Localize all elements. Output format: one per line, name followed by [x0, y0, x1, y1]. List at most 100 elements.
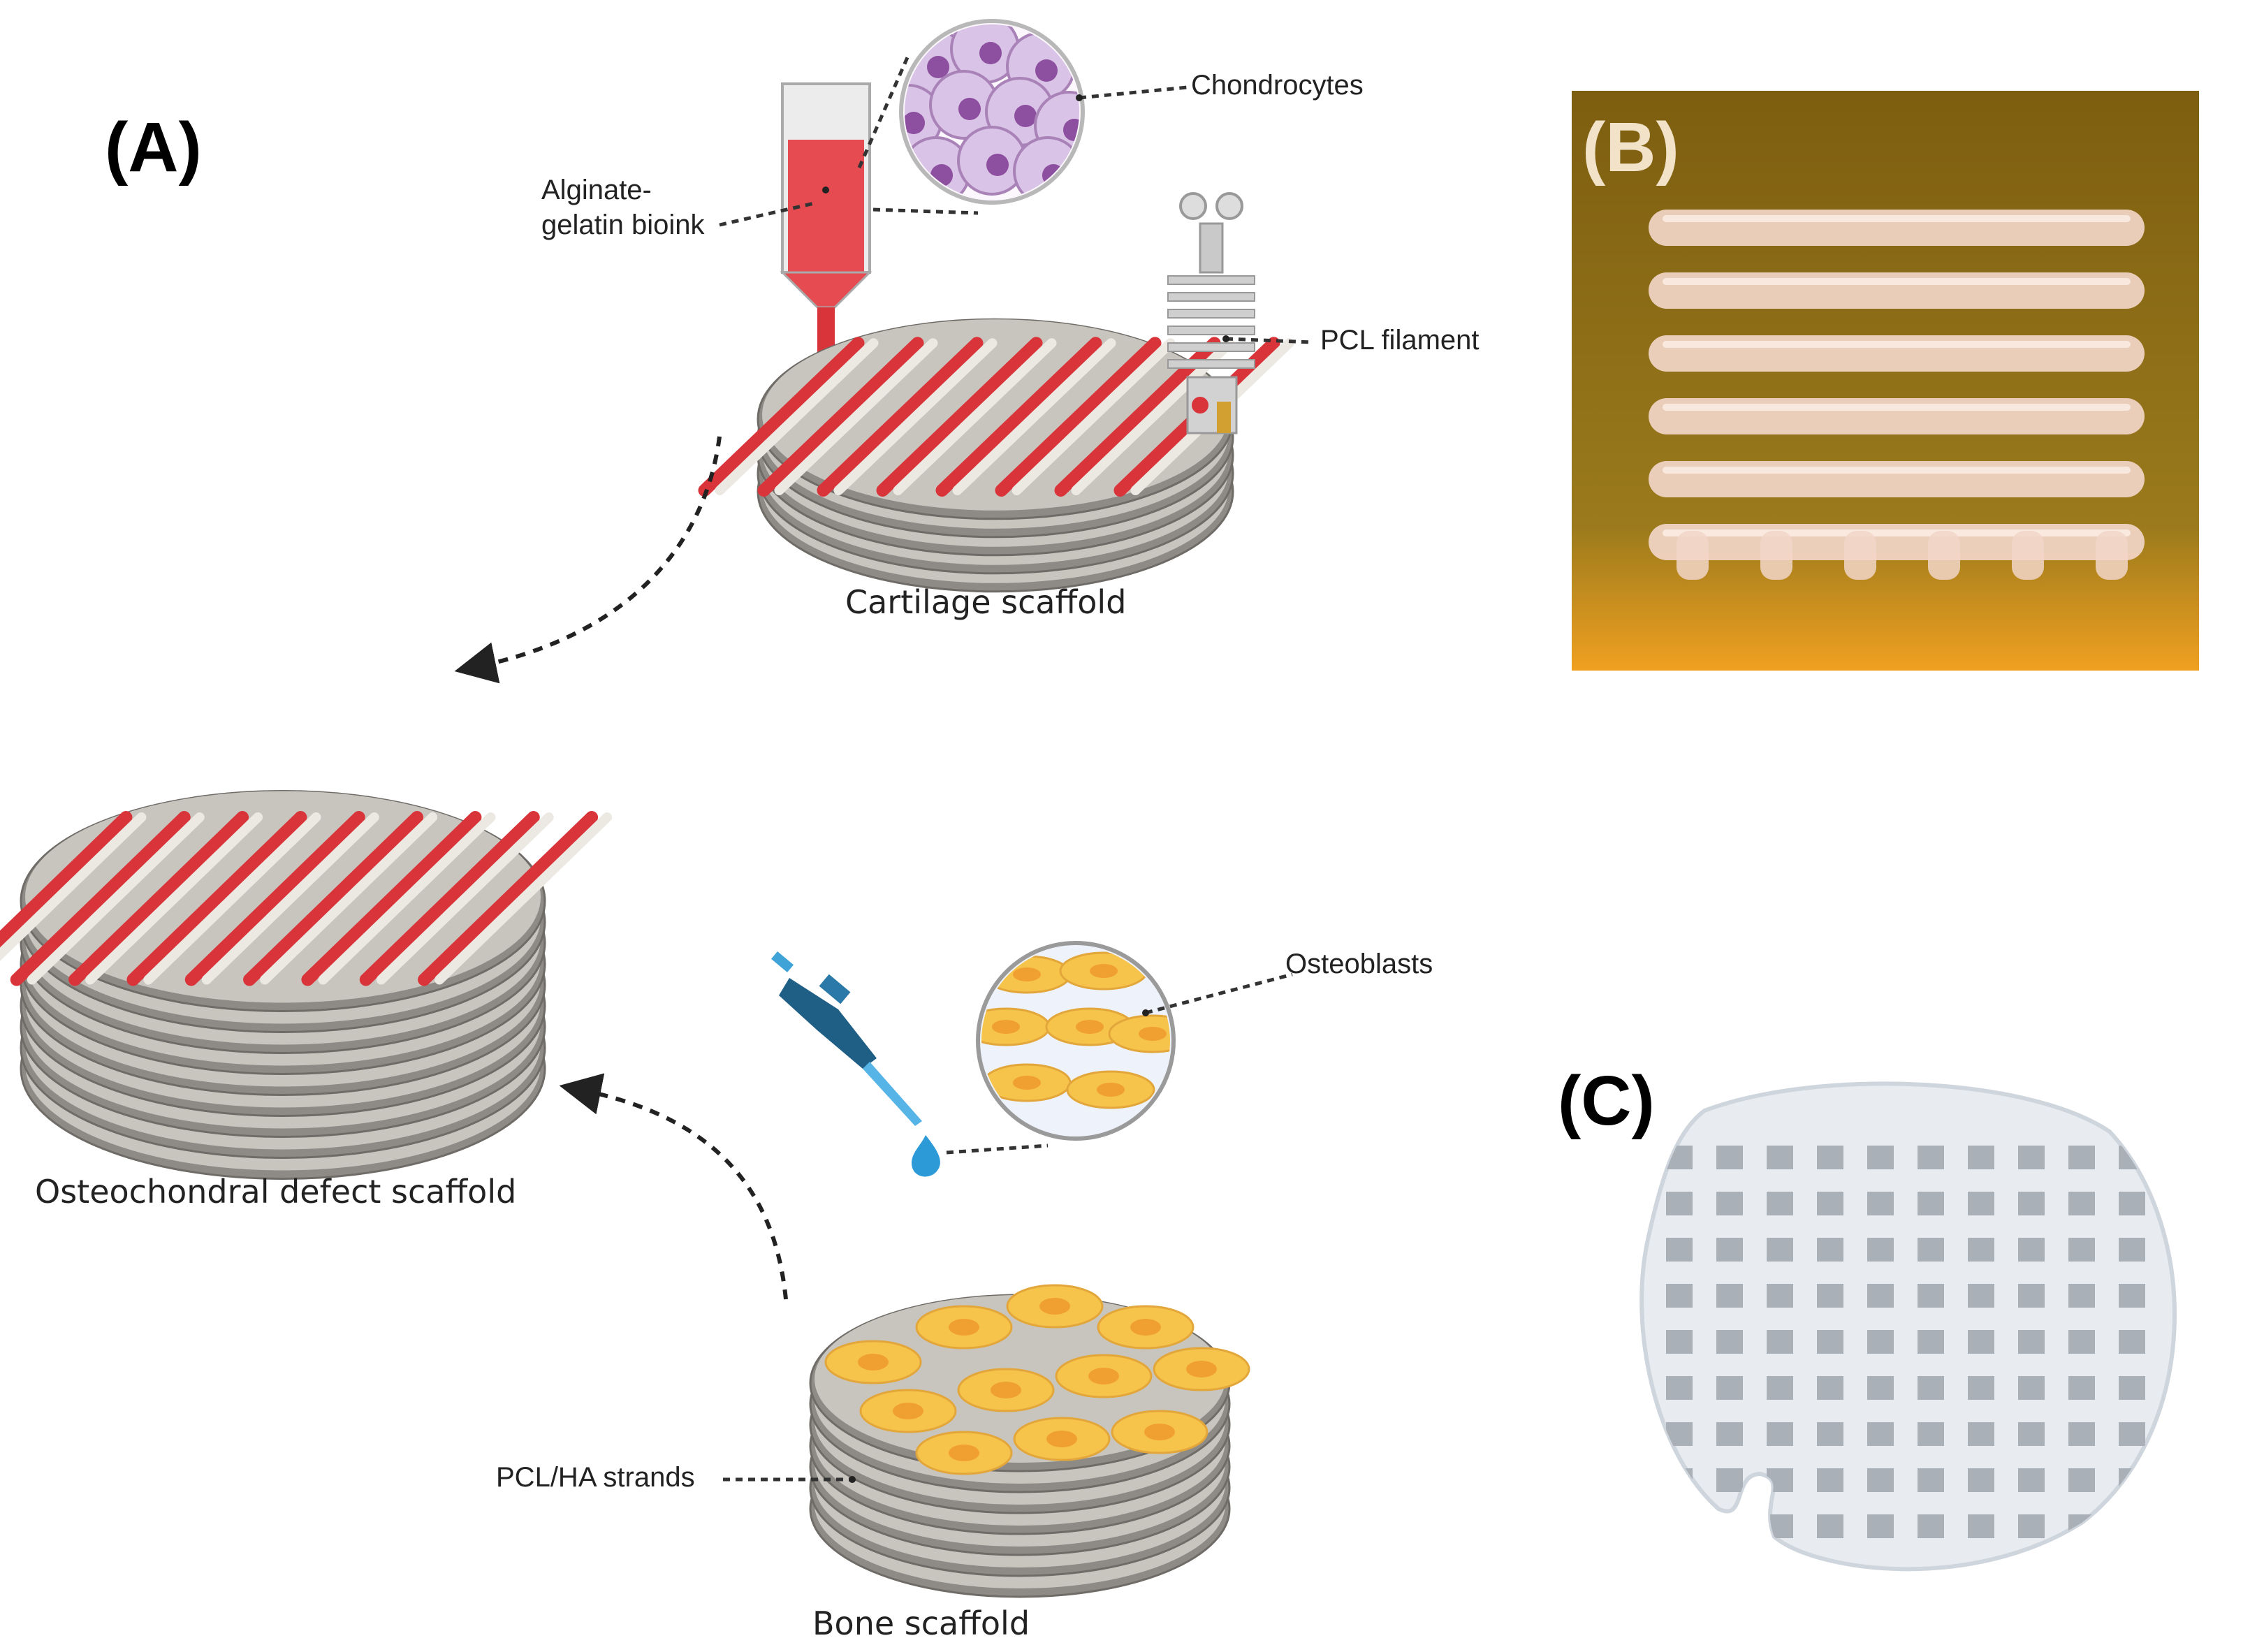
- lattice-pore: [2068, 1238, 2095, 1262]
- printed-strand: [1649, 398, 2145, 434]
- printed-post: [1760, 531, 1792, 580]
- printed-post: [1844, 531, 1876, 580]
- printed-post: [1928, 531, 1960, 580]
- strand-highlight: [1663, 215, 2131, 222]
- pcl-strand: [201, 812, 379, 985]
- pcl-strand: [27, 812, 205, 985]
- lattice-pore: [1867, 1514, 1894, 1538]
- strand-highlight: [1663, 278, 2131, 285]
- bioink-strand: [243, 811, 424, 986]
- lattice-pore: [2068, 1468, 2095, 1492]
- lattice-pore: [2068, 1284, 2095, 1308]
- panel-b-label: (B): [1582, 108, 1679, 187]
- lattice-pore: [2119, 1284, 2145, 1308]
- lattice-pore: [1767, 1284, 1793, 1308]
- lattice-pore: [1968, 1146, 1994, 1169]
- lattice-pore: [1968, 1238, 1994, 1262]
- osteoblast-nucleus: [949, 1319, 979, 1336]
- bone-scaffold: [809, 1284, 1250, 1598]
- lattice-pore: [1716, 1284, 1743, 1308]
- pcl-strand: [376, 812, 554, 985]
- pcl-ha-strands-label: PCL/HA strands: [496, 1462, 695, 1493]
- lattice-pore: [1968, 1330, 1994, 1354]
- osteoblast-nucleus: [1013, 967, 1041, 981]
- bioink-strand: [876, 337, 1043, 497]
- bioink-strand: [757, 337, 924, 497]
- osteoblast-nucleus: [1076, 1020, 1104, 1034]
- lattice-pore: [1867, 1284, 1894, 1308]
- lattice-pore: [1918, 1284, 1944, 1308]
- strand-highlight: [1663, 529, 2131, 536]
- lattice-pore: [1968, 1376, 1994, 1400]
- lattice-pore: [2119, 1238, 2145, 1262]
- lattice-pore: [1918, 1192, 1944, 1215]
- osteoblast-nucleus: [1130, 1319, 1161, 1336]
- lattice-pore: [1716, 1192, 1743, 1215]
- lattice-pore: [1918, 1238, 1944, 1262]
- cartilage-scaffold: [698, 318, 1294, 593]
- printed-post: [1677, 531, 1709, 580]
- lattice-pore: [1918, 1422, 1944, 1446]
- lattice-pore: [1918, 1468, 1944, 1492]
- bioink-strand: [698, 337, 865, 497]
- heatsink-fin: [1167, 359, 1255, 369]
- lattice-pore: [1867, 1192, 1894, 1215]
- pcl-strand: [0, 812, 147, 961]
- chondrocyte-nucleus: [986, 154, 1009, 176]
- bioink-strand: [995, 337, 1162, 497]
- pcl-filament-label: PCL filament: [1320, 325, 1480, 356]
- bone-scaffold-caption: Bone scaffold: [812, 1605, 1030, 1642]
- lattice-pore: [1716, 1468, 1743, 1492]
- chondrocyte-nucleus: [958, 98, 981, 120]
- osteoblast-nucleus: [1097, 1083, 1125, 1097]
- pcl-strand: [143, 812, 321, 985]
- scaffold-layer-top: [762, 319, 1229, 511]
- lattice-pore: [1968, 1422, 1994, 1446]
- chondrocytes-inset: [899, 19, 1085, 205]
- lattice-pore: [1666, 1192, 1693, 1215]
- lattice-pore: [1767, 1146, 1793, 1169]
- bioink-label-line1: Alginate-: [541, 175, 652, 205]
- lattice-pore: [1817, 1468, 1843, 1492]
- chondrocyte-nucleus: [1035, 59, 1058, 82]
- lattice-pore: [1918, 1330, 1944, 1354]
- chondrocytes-label: Chondrocytes: [1191, 70, 1364, 101]
- lattice-pore: [1666, 1330, 1693, 1354]
- lattice-pore: [1666, 1468, 1693, 1492]
- strand-highlight: [1663, 341, 2131, 348]
- lattice-pore: [1817, 1422, 1843, 1446]
- bioink-strand: [184, 811, 365, 986]
- bioink-strand: [10, 811, 191, 986]
- bioink-strand: [359, 811, 540, 986]
- lattice-pore: [2119, 1422, 2145, 1446]
- lattice-pore: [1918, 1376, 1944, 1400]
- lattice-pore: [1716, 1238, 1743, 1262]
- osteoblast-nucleus: [893, 1403, 923, 1419]
- lattice-pore: [1918, 1514, 1944, 1538]
- heatsink-fin: [1167, 326, 1255, 335]
- lattice-pore: [2018, 1330, 2045, 1354]
- bioink-label-line2: gelatin bioink: [541, 210, 705, 240]
- lattice-pore: [1968, 1468, 1994, 1492]
- lattice-pore: [2018, 1284, 2045, 1308]
- lattice-pore: [1767, 1238, 1793, 1262]
- osteoblast-nucleus: [1090, 964, 1118, 978]
- pcl-strand: [952, 338, 1116, 495]
- lattice-pore: [1716, 1376, 1743, 1400]
- bioink-strand: [126, 811, 307, 986]
- chondrocyte-nucleus: [1014, 105, 1037, 127]
- lattice-pore: [1817, 1330, 1843, 1354]
- lattice-pore: [1867, 1238, 1894, 1262]
- lattice-pore: [2119, 1192, 2145, 1215]
- pcl-strand: [715, 338, 879, 495]
- heatsink-fin: [1167, 275, 1255, 285]
- chondrocyte-nucleus: [927, 56, 949, 78]
- lattice-pore: [1767, 1330, 1793, 1354]
- osteoblast-nucleus: [949, 1445, 979, 1461]
- osteoblast-nucleus: [1013, 1076, 1041, 1090]
- lattice-pore: [2119, 1514, 2145, 1538]
- bioink-strand: [0, 811, 133, 949]
- lattice-pore: [2018, 1238, 2045, 1262]
- lattice-pore: [1968, 1284, 1994, 1308]
- lattice-pore: [1666, 1238, 1693, 1262]
